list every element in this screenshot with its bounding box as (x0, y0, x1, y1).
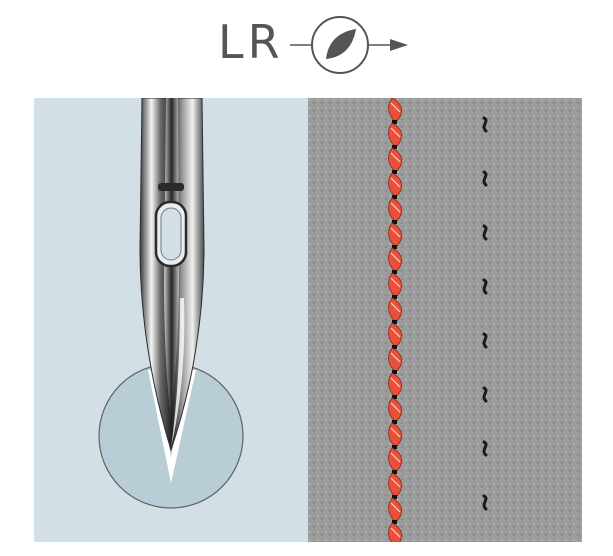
stitch-highlight (390, 152, 401, 163)
stitch-highlight (390, 227, 401, 238)
stitch-hole (392, 145, 397, 149)
stitch-highlight (390, 377, 401, 388)
stitch-hole (392, 420, 397, 424)
needle-point-icon (34, 98, 308, 542)
stitch-highlight (390, 352, 401, 363)
needle-hole (482, 170, 488, 187)
stitch-highlight (390, 277, 401, 288)
header: LR (0, 0, 613, 95)
stitch-hole (392, 220, 397, 224)
stitch-hole (392, 270, 397, 274)
stitch-highlight (390, 102, 401, 113)
needle-hole (482, 440, 488, 457)
needle-hole (482, 224, 488, 241)
leaf-in-circle-arrow-icon (290, 16, 408, 74)
stitch-highlight (390, 502, 401, 513)
stitch-hole (392, 120, 397, 124)
stitch-hole (392, 320, 397, 324)
stitch-highlight (390, 452, 401, 463)
needle-hole (482, 332, 488, 349)
stitch-highlight (390, 252, 401, 263)
illustration (34, 98, 582, 542)
stitch-hole (392, 345, 397, 349)
stitch-hole (392, 245, 397, 249)
needle-hole (482, 116, 488, 133)
stitch-highlight (390, 427, 401, 438)
stitch-highlight (390, 177, 401, 188)
stitch-highlight (390, 127, 401, 138)
stitch-hole (392, 520, 397, 524)
stitch-highlight (390, 477, 401, 488)
stitch-hole (392, 195, 397, 199)
stitch-hole (392, 495, 397, 499)
stitch-hole (392, 295, 397, 299)
needle-hole (482, 494, 488, 511)
stitched-leather-icon (308, 98, 582, 542)
stitch-hole (392, 370, 397, 374)
stitch-highlight (390, 527, 401, 538)
stitch-highlight (390, 202, 401, 213)
stitch-hole (392, 170, 397, 174)
stitch-highlight (390, 402, 401, 413)
needle-hole (482, 278, 488, 295)
stitch-highlight (390, 327, 401, 338)
stitch-hole (392, 445, 397, 449)
needle-hole (482, 386, 488, 403)
stitch-highlight (390, 302, 401, 313)
header-label: LR (218, 15, 284, 69)
stitch-hole (392, 470, 397, 474)
stitch-hole (392, 395, 397, 399)
